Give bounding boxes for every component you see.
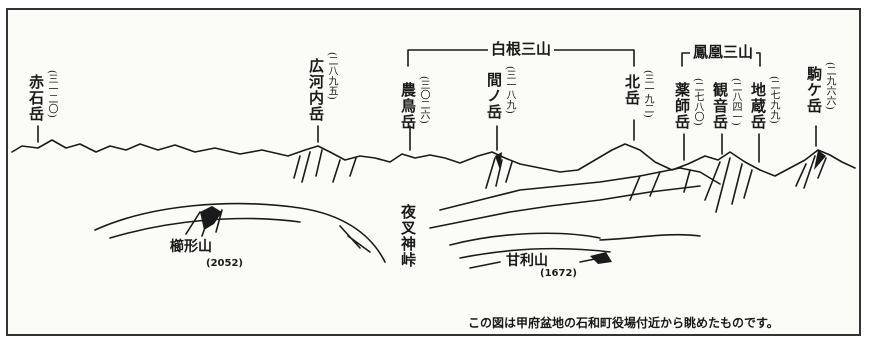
shirane-group-label: 白根三山 bbox=[488, 40, 555, 58]
peak-elev-kitadake: (三一九二) bbox=[642, 70, 653, 118]
amari-label: 甘利山 bbox=[506, 253, 548, 269]
kushigata-label: 櫛形山 bbox=[170, 239, 212, 255]
peak-label-kitadake: 北岳 bbox=[623, 74, 641, 106]
peak-elev-akaishi: (三一二〇) bbox=[46, 70, 57, 118]
peak-elev-jizo: (二七九九) bbox=[768, 76, 779, 124]
peak-elev-komagatake: (二九六六) bbox=[824, 62, 835, 110]
peak-label-akaishi: 赤石岳 bbox=[27, 74, 45, 122]
kushigata-shadow bbox=[200, 206, 222, 230]
peak-label-kannon: 観音岳 bbox=[711, 82, 729, 130]
peak-label-yakushi: 薬師岳 bbox=[673, 82, 691, 130]
peak-elev-notori: (三〇二六) bbox=[418, 76, 429, 124]
amari-shadow bbox=[590, 252, 612, 264]
label-ticks bbox=[37, 119, 817, 163]
peak-shadow-1 bbox=[495, 152, 502, 170]
peak-label-komagatake: 駒ケ岳 bbox=[805, 66, 823, 114]
peak-label-hirogouchi: 広河内岳 bbox=[307, 58, 325, 122]
lower-ridge bbox=[439, 167, 721, 211]
peak-label-jizo: 地蔵岳 bbox=[749, 82, 767, 130]
kushigata-elevation: (2052) bbox=[206, 258, 243, 269]
yashajin-pass-label: 夜叉神峠 bbox=[399, 204, 417, 268]
ridge-shading bbox=[293, 149, 827, 213]
amari-elevation: (1672) bbox=[540, 268, 577, 279]
lower-ridge-2 bbox=[429, 185, 701, 229]
diagram-frame bbox=[6, 8, 861, 336]
peak-elev-kannon: (二八四一) bbox=[730, 78, 741, 126]
amari-ridge-inner bbox=[459, 247, 611, 259]
peak-elev-yakushi: (二七八〇) bbox=[692, 78, 703, 126]
main-ridge-line bbox=[11, 139, 856, 177]
kushigata-ridge bbox=[94, 202, 386, 263]
peak-label-ainodake: 間ノ岳 bbox=[485, 72, 503, 120]
peak-elev-hirogouchi: (二八九五) bbox=[326, 52, 337, 100]
caption-text: この図は甲府盆地の石和町役場付近から眺めたものです。 bbox=[468, 316, 779, 330]
amari-ridge bbox=[449, 232, 601, 246]
peak-elev-ainodake: (三一八九) bbox=[504, 66, 515, 114]
peak-label-notori: 農鳥岳 bbox=[399, 82, 417, 130]
houou-group-label: 鳳凰三山 bbox=[690, 43, 757, 61]
peak-shadow-2 bbox=[814, 150, 826, 170]
